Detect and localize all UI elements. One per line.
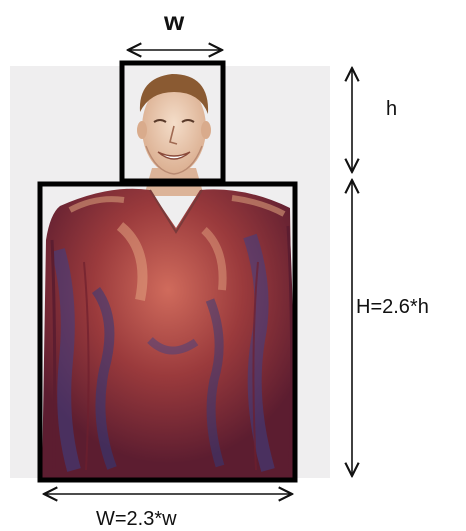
head-height-label: h bbox=[386, 98, 397, 121]
head-width-label: w bbox=[164, 6, 184, 37]
body-width-label: W=2.3*w bbox=[96, 508, 177, 531]
body-height-label: H=2.6*h bbox=[356, 296, 429, 319]
